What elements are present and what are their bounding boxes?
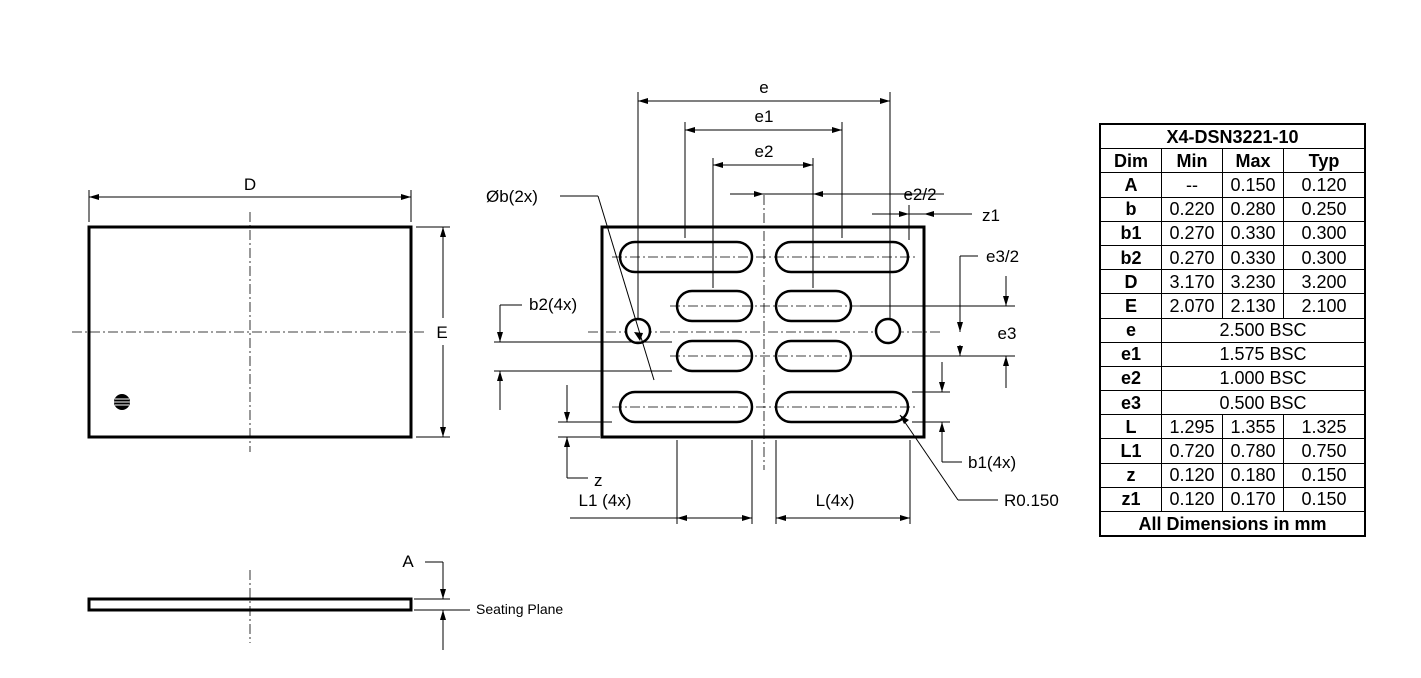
row-dim: b2 xyxy=(1099,244,1162,271)
row-max: 0.330 xyxy=(1222,220,1284,246)
pin1-marker-icon xyxy=(114,394,130,410)
row-max: 1.355 xyxy=(1222,414,1284,440)
row-typ: 0.250 xyxy=(1283,196,1366,222)
row-typ: 2.100 xyxy=(1283,293,1366,319)
dim-D-label: D xyxy=(244,175,256,194)
row-dim: e1 xyxy=(1099,341,1162,367)
row-dim: L1 xyxy=(1099,438,1162,464)
round-pad-right xyxy=(874,317,902,345)
round-pad-left xyxy=(624,317,652,345)
row-max: 0.180 xyxy=(1222,462,1284,488)
dim-E-label: E xyxy=(436,323,447,342)
row-min: 0.720 xyxy=(1161,438,1223,464)
row-bsc-value: 1.575 BSC xyxy=(1161,341,1366,367)
table-header-row: Dim Min Max Typ xyxy=(1099,148,1366,174)
row-min: 0.120 xyxy=(1161,486,1223,513)
row-dim: e xyxy=(1099,317,1162,343)
row-max: 0.280 xyxy=(1222,196,1284,222)
dim-e3-label: e3 xyxy=(998,324,1017,343)
row-bsc-value: 1.000 BSC xyxy=(1161,365,1366,392)
dim-z1-label: z1 xyxy=(982,206,1000,225)
row-max: 0.150 xyxy=(1222,172,1284,198)
dim-b2-label: b2(4x) xyxy=(529,295,577,314)
dim-z-label: z xyxy=(594,471,603,490)
radius-leader xyxy=(899,414,959,501)
row-min: 0.270 xyxy=(1161,244,1223,271)
row-typ: 1.325 xyxy=(1283,414,1366,440)
row-max: 2.130 xyxy=(1222,293,1284,319)
dim-e2-label: e2 xyxy=(755,142,774,161)
row-min: 0.270 xyxy=(1161,220,1223,246)
row-dim: e3 xyxy=(1099,390,1162,416)
row-max: 3.230 xyxy=(1222,269,1284,295)
radius-label: R0.150 xyxy=(1004,491,1059,510)
row-bsc-value: 0.500 BSC xyxy=(1161,390,1366,416)
seating-plane-label: Seating Plane xyxy=(476,601,563,617)
dim-A-label: A xyxy=(402,552,414,571)
row-dim: e2 xyxy=(1099,365,1162,392)
row-dim: z1 xyxy=(1099,486,1162,513)
row-max: 0.170 xyxy=(1222,486,1284,513)
table-footer: All Dimensions in mm xyxy=(1099,511,1366,537)
row-min: 3.170 xyxy=(1161,269,1223,295)
side-view: A Seating Plane xyxy=(87,552,563,650)
row-dim: E xyxy=(1099,293,1162,319)
row-dim: z xyxy=(1099,462,1162,488)
dim-e1-label: e1 xyxy=(755,107,774,126)
dim-e3-half-label: e3/2 xyxy=(986,247,1019,266)
header-typ: Typ xyxy=(1283,148,1366,174)
row-typ: 3.200 xyxy=(1283,269,1366,295)
row-typ: 0.300 xyxy=(1283,220,1366,246)
header-min: Min xyxy=(1161,148,1223,174)
row-dim: b1 xyxy=(1099,220,1162,246)
top-view: D E xyxy=(72,175,450,452)
row-bsc-value: 2.500 BSC xyxy=(1161,317,1366,343)
row-dim: L xyxy=(1099,414,1162,440)
row-typ: 0.150 xyxy=(1283,462,1366,488)
row-min: 0.120 xyxy=(1161,462,1223,488)
dim-e-label: e xyxy=(759,78,768,97)
row-dim: D xyxy=(1099,269,1162,295)
table-title: X4-DSN3221-10 xyxy=(1099,123,1366,150)
row-dim: b xyxy=(1099,196,1162,222)
dim-L-label: L(4x) xyxy=(816,491,855,510)
row-typ: 0.300 xyxy=(1283,244,1366,271)
row-min: 0.220 xyxy=(1161,196,1223,222)
row-min: 1.295 xyxy=(1161,414,1223,440)
row-min: -- xyxy=(1161,172,1223,198)
dim-L1-label: L1 (4x) xyxy=(579,491,632,510)
header-max: Max xyxy=(1222,148,1284,174)
header-dim: Dim xyxy=(1099,148,1162,174)
bottom-view: e e1 e2 e2/2 z1 Øb(2x) b2(4x) xyxy=(486,78,1059,524)
row-dim: A xyxy=(1099,172,1162,198)
row-max: 0.330 xyxy=(1222,244,1284,271)
row-min: 2.070 xyxy=(1161,293,1223,319)
row-typ: 0.120 xyxy=(1283,172,1366,198)
dim-e2-half-label: e2/2 xyxy=(903,185,936,204)
row-typ: 0.150 xyxy=(1283,486,1366,513)
dim-b1-label: b1(4x) xyxy=(968,453,1016,472)
phi-b-label: Øb(2x) xyxy=(486,187,538,206)
row-max: 0.780 xyxy=(1222,438,1284,464)
row-typ: 0.750 xyxy=(1283,438,1366,464)
